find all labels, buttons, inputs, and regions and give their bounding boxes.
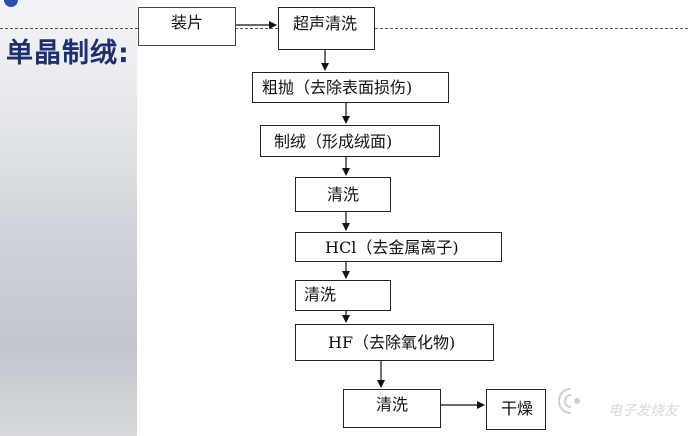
node-hcl: HCl（去金属离子) xyxy=(295,232,502,262)
node-hf-label: HF（去除氧化物) xyxy=(328,333,456,352)
node-texturing-label: 制绒（形成绒面) xyxy=(274,132,393,151)
node-cleaning-1: 清洗 xyxy=(295,177,391,212)
page-title: 单晶制绒: xyxy=(6,38,130,69)
node-rough-polish-label: 粗抛（去除表面损伤) xyxy=(262,78,413,97)
node-cleaning-2: 清洗 xyxy=(295,280,391,311)
node-drying-label: 干燥 xyxy=(501,399,534,418)
node-hcl-label: HCl（去金属离子) xyxy=(325,238,459,257)
node-hf: HF（去除氧化物) xyxy=(295,324,494,361)
node-cleaning-3-label: 清洗 xyxy=(376,395,409,414)
node-ultrasonic-cleaning-label: 超声清洗 xyxy=(293,14,358,33)
node-rough-polish: 粗抛（去除表面损伤) xyxy=(252,72,449,103)
watermark-logo-icon xyxy=(557,388,580,414)
node-texturing: 制绒（形成绒面) xyxy=(260,125,440,157)
node-loading: 装片 xyxy=(138,7,236,46)
node-cleaning-3: 清洗 xyxy=(343,389,441,428)
node-cleaning-1-label: 清洗 xyxy=(327,185,360,204)
node-cleaning-2-label: 清洗 xyxy=(304,285,337,304)
logo-icon xyxy=(4,0,18,7)
node-loading-label: 装片 xyxy=(171,13,204,32)
node-ultrasonic-cleaning: 超声清洗 xyxy=(278,7,375,50)
sidebar-gradient xyxy=(0,0,137,436)
watermark-text: 电子发烧友 xyxy=(608,403,678,419)
node-drying: 干燥 xyxy=(486,389,546,430)
